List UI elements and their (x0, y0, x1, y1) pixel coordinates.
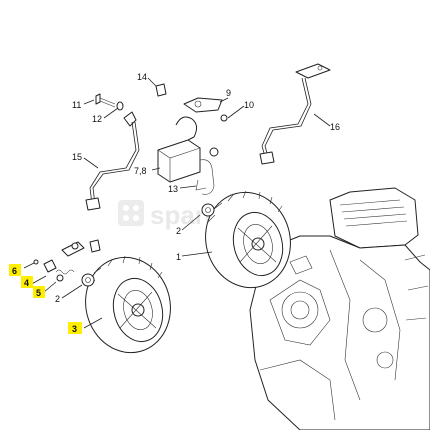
flywheel-upper (205, 190, 291, 289)
ignition-module (157, 116, 219, 195)
clip-part (155, 83, 167, 97)
nut-upper (201, 203, 215, 217)
callout-13[interactable]: 13 (168, 184, 178, 194)
callout-14[interactable]: 14 (137, 72, 147, 82)
callout-5[interactable]: 5 (36, 288, 41, 298)
callout-16[interactable]: 16 (330, 122, 340, 132)
callout-2-lower[interactable]: 2 (55, 294, 60, 304)
leader-lines (23, 77, 331, 329)
flywheel-lower (85, 255, 171, 354)
cable-right (259, 63, 331, 165)
callout-4[interactable]: 4 (24, 278, 29, 288)
callout-2-upper[interactable]: 2 (176, 226, 181, 236)
callout-7-8[interactable]: 7,8 (134, 166, 147, 176)
callout-3[interactable]: 3 (72, 324, 77, 334)
short-circuit-wire (195, 179, 207, 191)
callout-6[interactable]: 6 (12, 266, 17, 276)
highlight-box-4 (21, 276, 33, 288)
engine-housing (249, 187, 430, 430)
pawl-assembly (33, 239, 101, 282)
callout-9[interactable]: 9 (226, 88, 231, 98)
callout-10[interactable]: 10 (244, 100, 254, 110)
highlight-box-6 (9, 264, 21, 276)
cable-left (85, 111, 140, 211)
bracket-part (183, 97, 228, 122)
callout-12[interactable]: 12 (92, 114, 102, 124)
callout-11[interactable]: 11 (72, 100, 81, 110)
callout-15[interactable]: 15 (72, 152, 82, 162)
callout-1[interactable]: 1 (176, 252, 181, 262)
highlight-box-3 (68, 322, 82, 334)
screw-part (95, 93, 124, 111)
nut-lower (81, 273, 95, 287)
highlight-box-5 (33, 286, 45, 298)
